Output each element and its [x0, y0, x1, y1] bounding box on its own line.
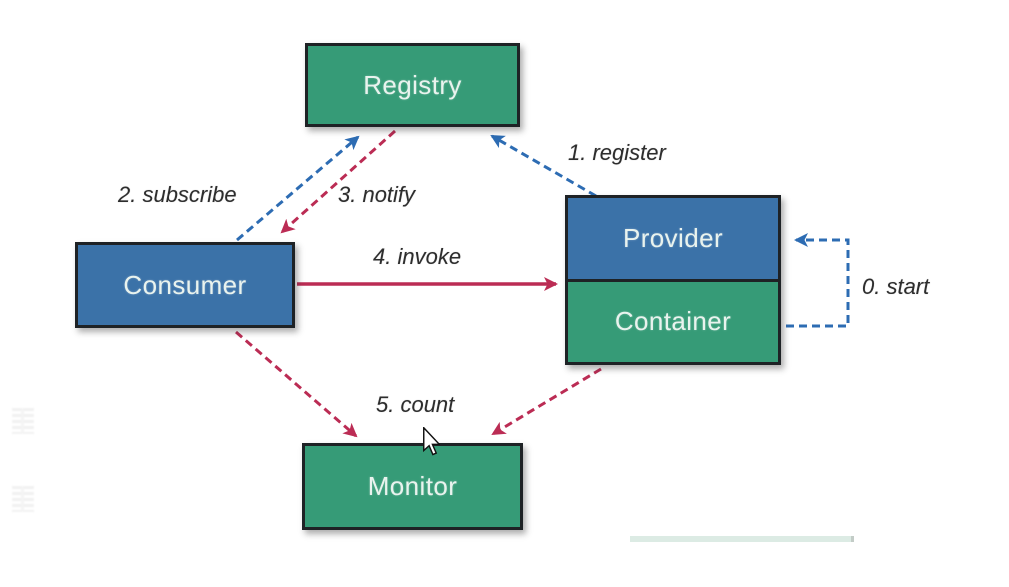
edge-label-subscribe: 2. subscribe [118, 182, 237, 207]
edge-count-from-consumer [235, 330, 358, 438]
edge-count-from-container [491, 367, 602, 436]
edge-subscribe [236, 135, 360, 242]
node-provider-container: Provider Container [565, 195, 781, 365]
node-consumer: Consumer [75, 242, 295, 328]
left-watermark-glyph [12, 486, 34, 512]
node-container-label: Container [614, 306, 732, 337]
node-registry-label: Registry [363, 69, 462, 100]
node-monitor: Monitor [302, 443, 523, 530]
left-watermark-glyph [12, 408, 34, 434]
node-container: Container [568, 278, 778, 362]
edge-register [490, 134, 597, 198]
node-registry: Registry [305, 43, 520, 127]
node-provider-label: Provider [622, 222, 723, 253]
edge-label-register: 1. register [568, 140, 666, 165]
arrow-pointer-cursor [423, 427, 440, 456]
bottom-faint-bar [630, 536, 854, 542]
edge-start-loop [786, 233, 850, 328]
node-monitor-label: Monitor [367, 471, 458, 501]
edge-label-start: 0. start [862, 274, 930, 299]
edge-label-notify: 3. notify [338, 182, 416, 207]
node-consumer-label: Consumer [123, 269, 247, 300]
node-provider: Provider [568, 198, 778, 279]
edge-label-invoke: 4. invoke [373, 244, 462, 269]
edge-label-count: 5. count [376, 392, 455, 417]
